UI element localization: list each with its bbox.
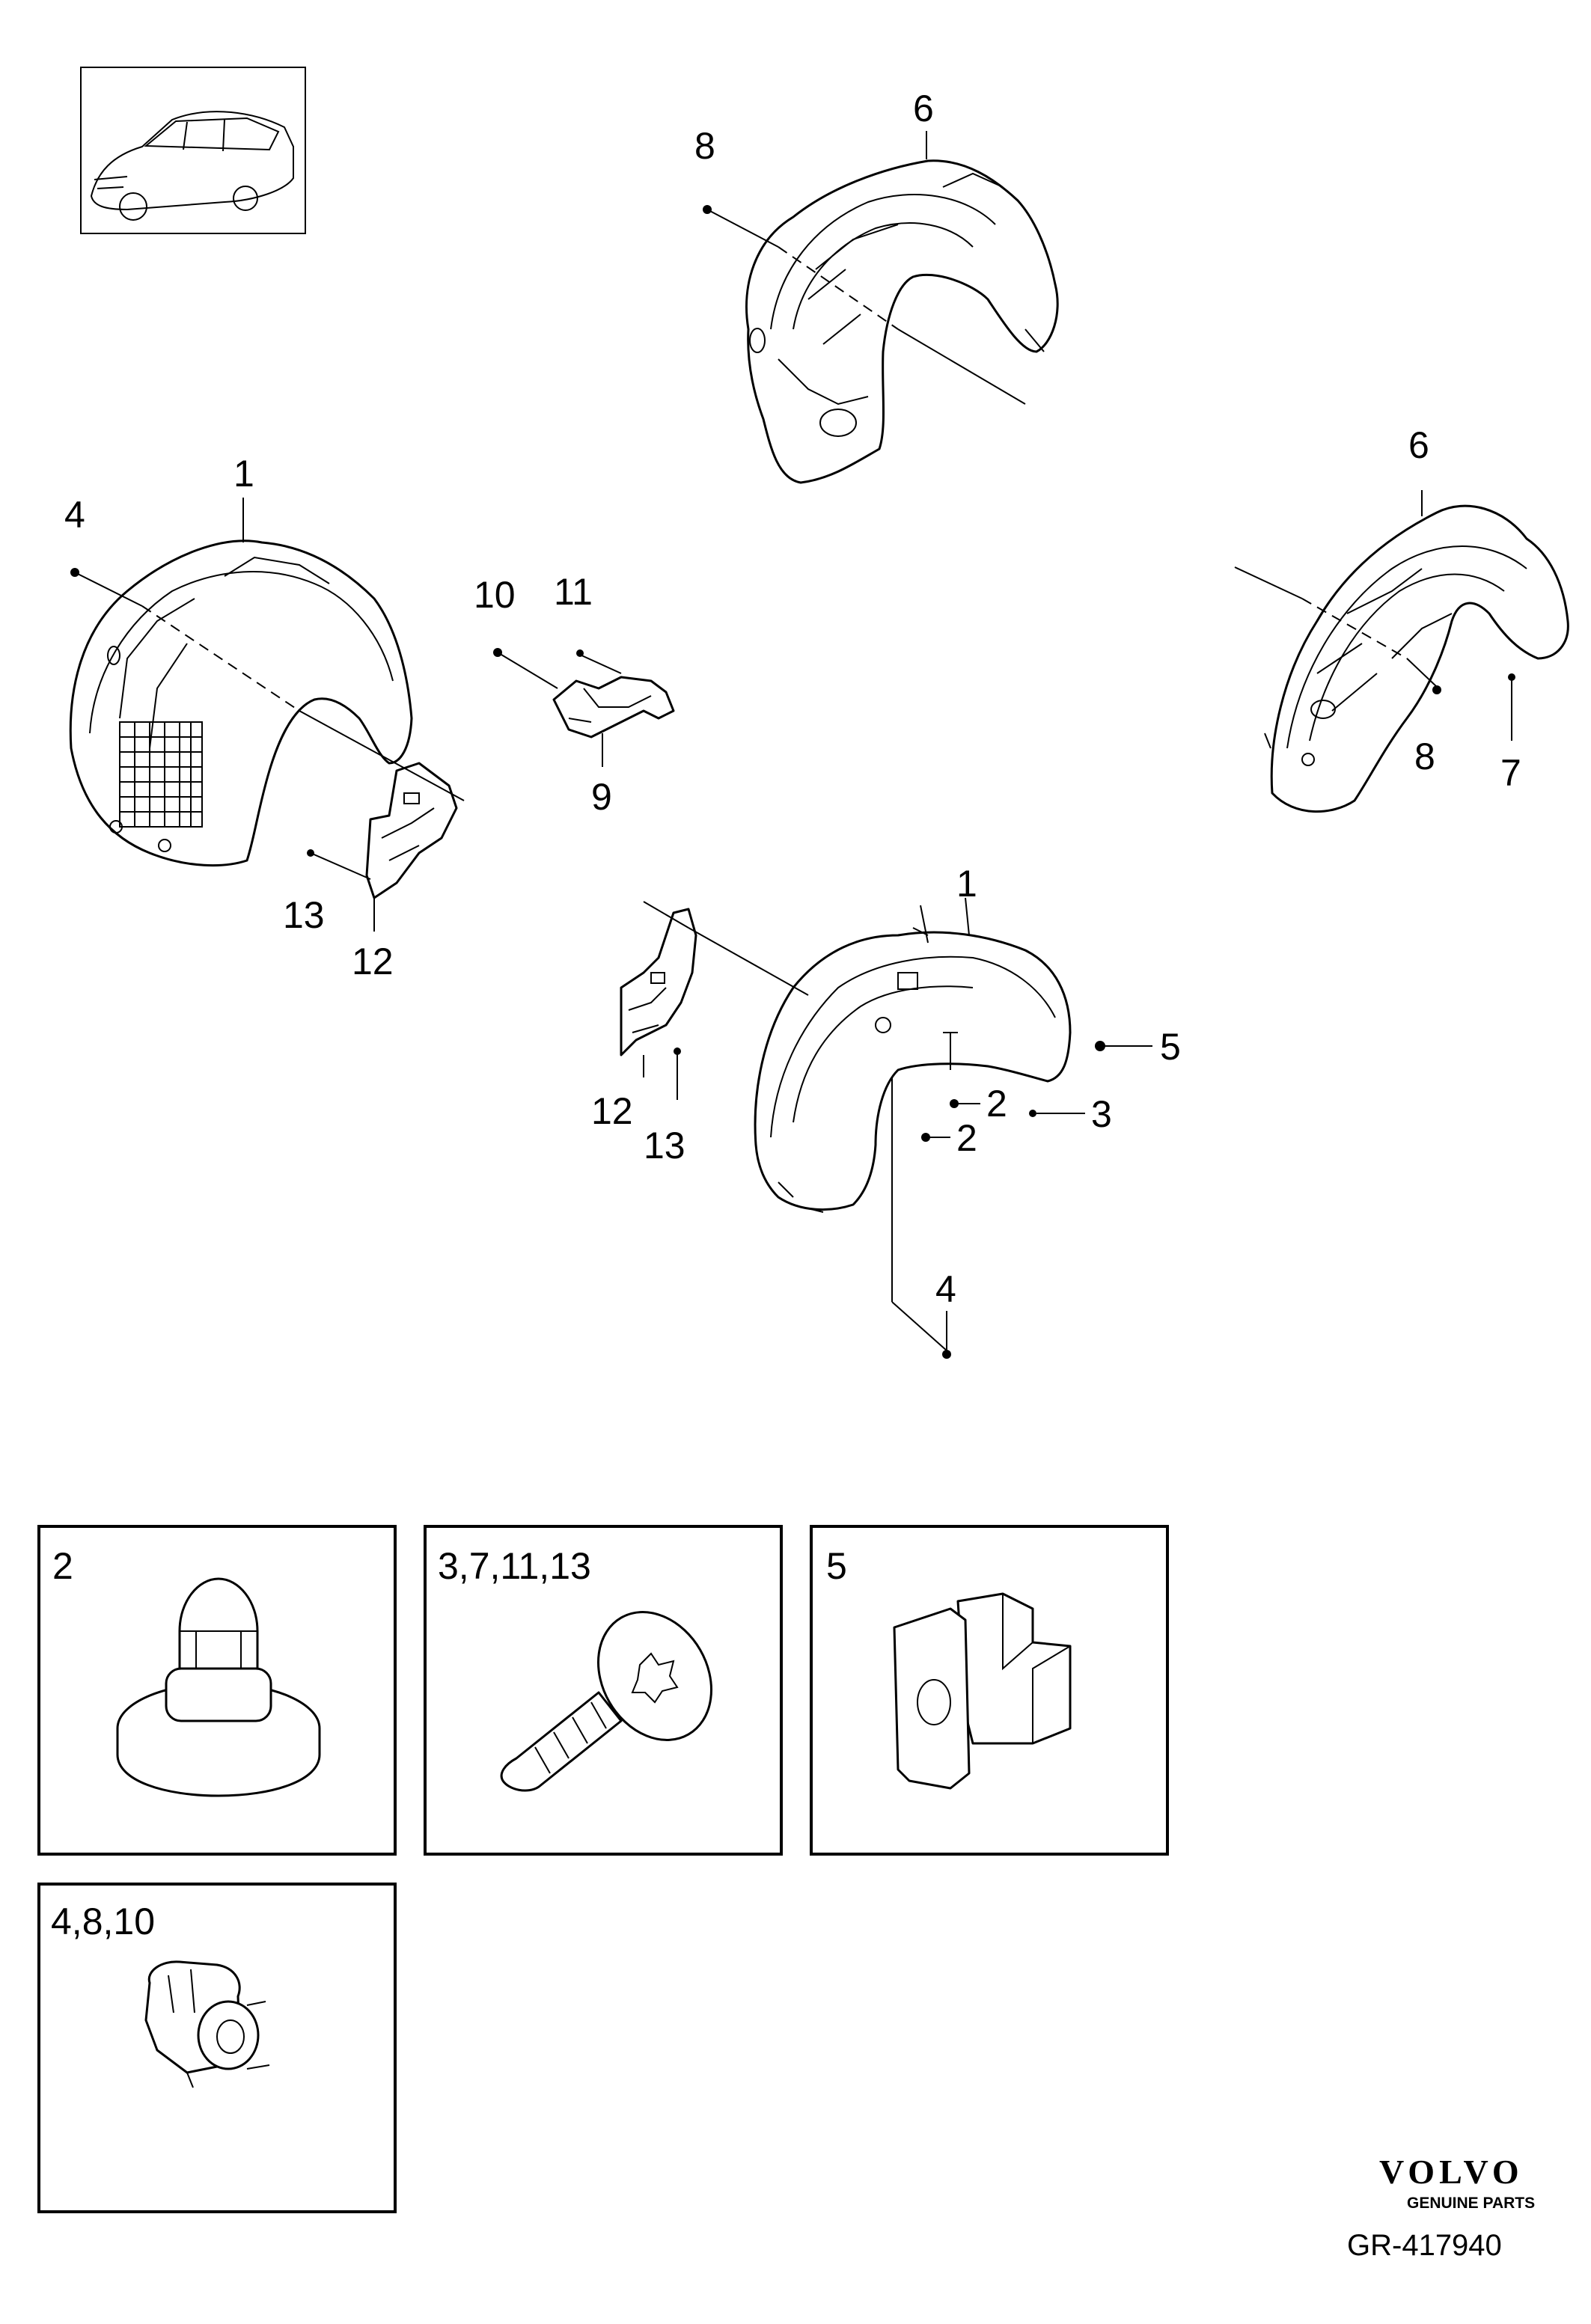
detail-box-3-7-11-13: 3,7,11,13	[424, 1525, 783, 1856]
detail-box-label: 4,8,10	[51, 1901, 155, 1942]
detail-box-5: 5	[810, 1525, 1169, 1856]
callout-5: 5	[1160, 1026, 1181, 1068]
rear-wheel-housing-top	[745, 159, 1059, 484]
callout-2-b: 2	[956, 1117, 977, 1159]
callout-3: 3	[1091, 1093, 1112, 1135]
torx-screw-icon	[500, 1611, 712, 1792]
callout-8-right: 8	[1414, 736, 1435, 777]
callout-10: 10	[474, 574, 516, 616]
drawing-reference: GR-417940	[1347, 2229, 1502, 2262]
car-thumbnail-icon	[80, 67, 306, 234]
detail-box-4-8-10: 4,8,10	[37, 1883, 397, 2213]
push-rivet-icon	[116, 1577, 321, 1797]
callout-13-bottom: 13	[644, 1125, 685, 1166]
detail-box-label: 3,7,11,13	[438, 1545, 591, 1587]
callout-labels: 8 6 6 1 4 10 11 9 8 7 13 12 1 5 2 3 2 12…	[64, 88, 1521, 1310]
callout-2-a: 2	[986, 1083, 1007, 1125]
detail-box-label: 2	[52, 1545, 73, 1587]
callout-6-right: 6	[1408, 424, 1429, 466]
front-wheel-housing-left	[69, 539, 413, 867]
callout-1-bottom: 1	[956, 863, 977, 905]
rear-wheel-housing-right	[1264, 504, 1569, 813]
callout-9: 9	[591, 776, 612, 818]
callout-12-left: 12	[352, 941, 394, 982]
leader-lines	[74, 131, 1512, 1351]
callout-7: 7	[1500, 752, 1521, 794]
callout-1-top: 1	[233, 453, 254, 495]
brand-block: VOLVO GENUINE PARTS GR-417940	[1347, 2153, 1535, 2262]
bracket-part-9	[552, 676, 675, 739]
snap-nut-icon	[144, 1960, 270, 2088]
clip-nut-icon	[893, 1592, 1072, 1790]
callout-8-top: 8	[694, 125, 715, 167]
front-wheel-housing-bottom	[754, 905, 1072, 1213]
deflector-part-12-bottom	[620, 908, 697, 1056]
detail-box-label: 5	[826, 1545, 847, 1587]
deflector-part-12-left	[365, 762, 458, 899]
callout-12-bottom: 12	[591, 1090, 633, 1132]
fastener-markers	[70, 205, 1515, 1359]
callout-6-top: 6	[913, 88, 934, 129]
callout-13-left: 13	[283, 894, 325, 936]
brand-tagline: GENUINE PARTS	[1407, 2195, 1535, 2212]
volvo-logo: VOLVO	[1379, 2153, 1524, 2191]
callout-11: 11	[554, 571, 593, 613]
detail-box-2: 2	[37, 1525, 397, 1856]
callout-4-bottom: 4	[935, 1268, 956, 1310]
callout-4-left: 4	[64, 494, 85, 536]
